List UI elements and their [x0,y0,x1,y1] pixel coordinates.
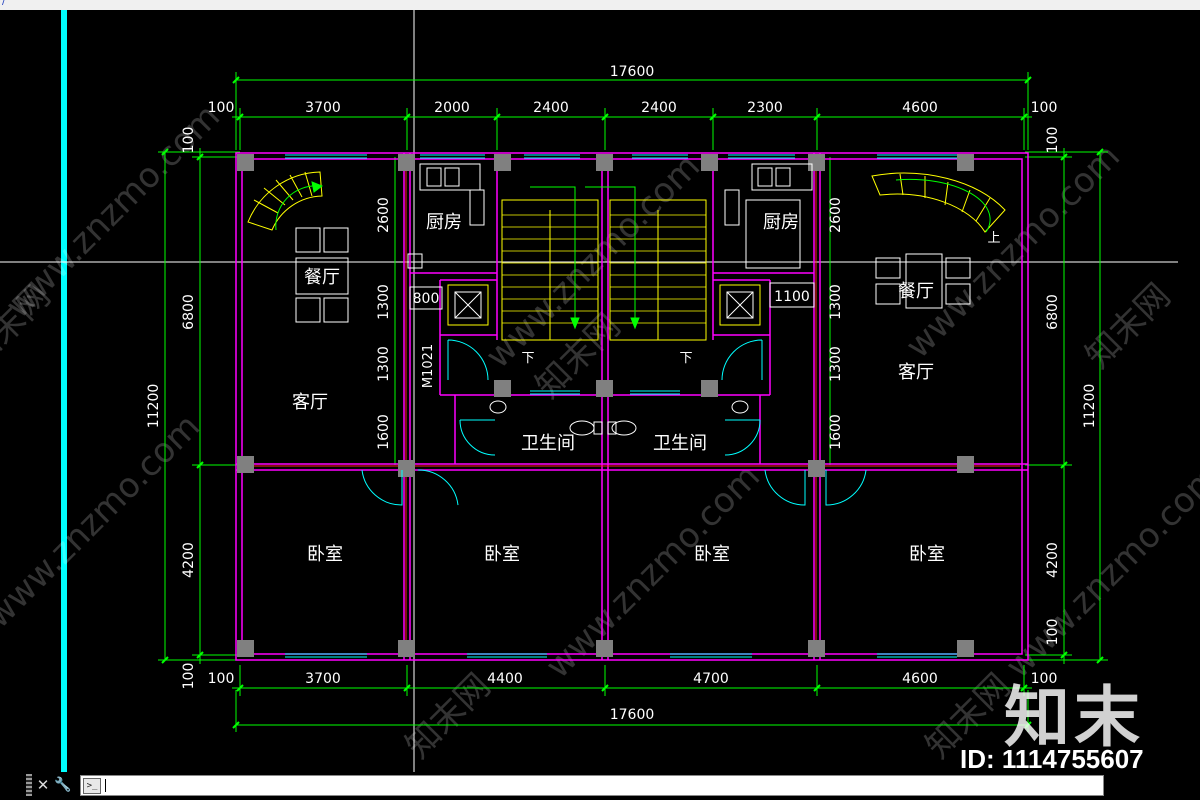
watermark-text: 知末网 [1078,276,1178,376]
central-stairs [501,199,707,341]
dim-inner-left-1: 1300 [376,284,392,320]
dim-top-6: 4600 [902,100,938,116]
dim-right-0: 100 [1045,127,1061,154]
vertical-dimension-labels: 11200 100 6800 4200 100 11200 100 6800 4… [146,127,1098,690]
stair-arrows [530,186,640,330]
room-living-right: 客厅 [898,362,934,383]
drawing-viewport[interactable]: www.znzmo.com 知末网 www.znzmo.com www.znzm… [0,10,1200,772]
dim-inner-right-2: 1300 [828,346,844,382]
spiral-stair-right [871,172,1006,233]
dim-top-2: 2000 [434,100,470,116]
watermark-text: www.znzmo.com [538,456,768,686]
dim-top-5: 2300 [747,100,783,116]
room-bath-right: 卫生间 [653,433,707,454]
stair-up-right: 上 [987,231,1000,246]
dim-right-2: 4200 [1045,542,1061,578]
wall-accents [244,160,1020,650]
dim-small-left: 800 [413,291,440,307]
dim-right-3: 100 [1045,619,1061,646]
dim-inner-right-3: 1600 [828,414,844,450]
dim-left-2: 4200 [181,542,197,578]
viewport-left-border [61,10,67,772]
room-bedroom-2: 卧室 [484,544,520,565]
dim-inner-left-3: 1600 [376,414,392,450]
dim-top-7: 100 [1031,100,1058,116]
dim-left-overall: 11200 [146,384,162,429]
dimension-labels: 17600 100 3700 2000 2400 2400 2300 4600 … [208,64,1058,723]
watermark-logo: 知末 [1004,679,1144,756]
dim-left-1: 6800 [181,294,197,330]
dim-inner-left-2: 1300 [376,346,392,382]
windows [285,154,957,658]
door-tag: M1021 [421,344,436,388]
furniture [295,163,971,436]
dim-top-3: 2400 [533,100,569,116]
command-prompt-icon[interactable]: >_ [83,778,101,794]
dim-bottom-1: 3700 [305,671,341,687]
dim-top-0: 100 [208,100,235,116]
dim-left-3: 100 [181,663,197,690]
watermark-text: 知末网 [398,666,498,766]
dim-bottom-2: 4400 [487,671,523,687]
text-caret [105,779,106,792]
room-bedroom-1: 卧室 [307,544,343,565]
room-kitchen-left: 厨房 [426,212,462,233]
dim-right-1: 6800 [1045,294,1061,330]
dim-bottom-0: 100 [208,671,235,687]
dim-inner-right-0: 2600 [828,197,844,233]
watermark-id: ID: 1114755607 [960,744,1144,774]
walls [235,152,1029,661]
title-bar-text: / [2,0,6,7]
dim-inner-right-1: 1300 [828,284,844,320]
room-dining-left: 餐厅 [304,267,340,288]
dim-top-overall: 17600 [610,64,655,80]
command-line-bar: ✕ 🔧 >_ [0,772,1200,800]
room-dining-right: 餐厅 [898,281,934,302]
close-icon[interactable]: ✕ [36,776,50,794]
dim-bottom-3: 4700 [693,671,729,687]
dim-bottom-overall: 17600 [610,707,655,723]
stair-down-right: 下 [679,351,692,366]
room-bath-left: 卫生间 [521,433,575,454]
dim-right-overall: 11200 [1082,384,1098,429]
room-bedroom-4: 卧室 [909,544,945,565]
title-bar: / [0,0,1200,10]
spiral-arrows [275,178,991,233]
dim-inner-left-0: 2600 [376,197,392,233]
room-living-left: 客厅 [292,392,328,413]
spiral-stair-left [247,171,323,231]
dim-small-right: 1100 [774,289,810,305]
dim-left-0: 100 [181,127,197,154]
dimension-lines [158,72,1108,732]
room-bedroom-3: 卧室 [694,544,730,565]
dim-top-1: 3700 [305,100,341,116]
command-input[interactable] [107,777,1087,794]
dim-top-4: 2400 [641,100,677,116]
room-labels: 厨房 厨房 餐厅 餐厅 客厅 客厅 卫生间 卫生间 卧室 卧室 卧室 卧室 下 … [292,212,1001,565]
stair-down-left: 下 [521,351,534,366]
doors [361,339,867,506]
dim-bottom-5: 100 [1031,671,1058,687]
wrench-icon[interactable]: 🔧 [54,777,72,793]
room-kitchen-right: 厨房 [763,212,799,233]
dim-bottom-4: 4600 [902,671,938,687]
command-input-box[interactable]: >_ [80,775,1104,796]
watermark-text: www.znzmo.com [0,406,208,636]
columns [237,154,974,657]
grip-handle-icon[interactable] [26,774,32,796]
